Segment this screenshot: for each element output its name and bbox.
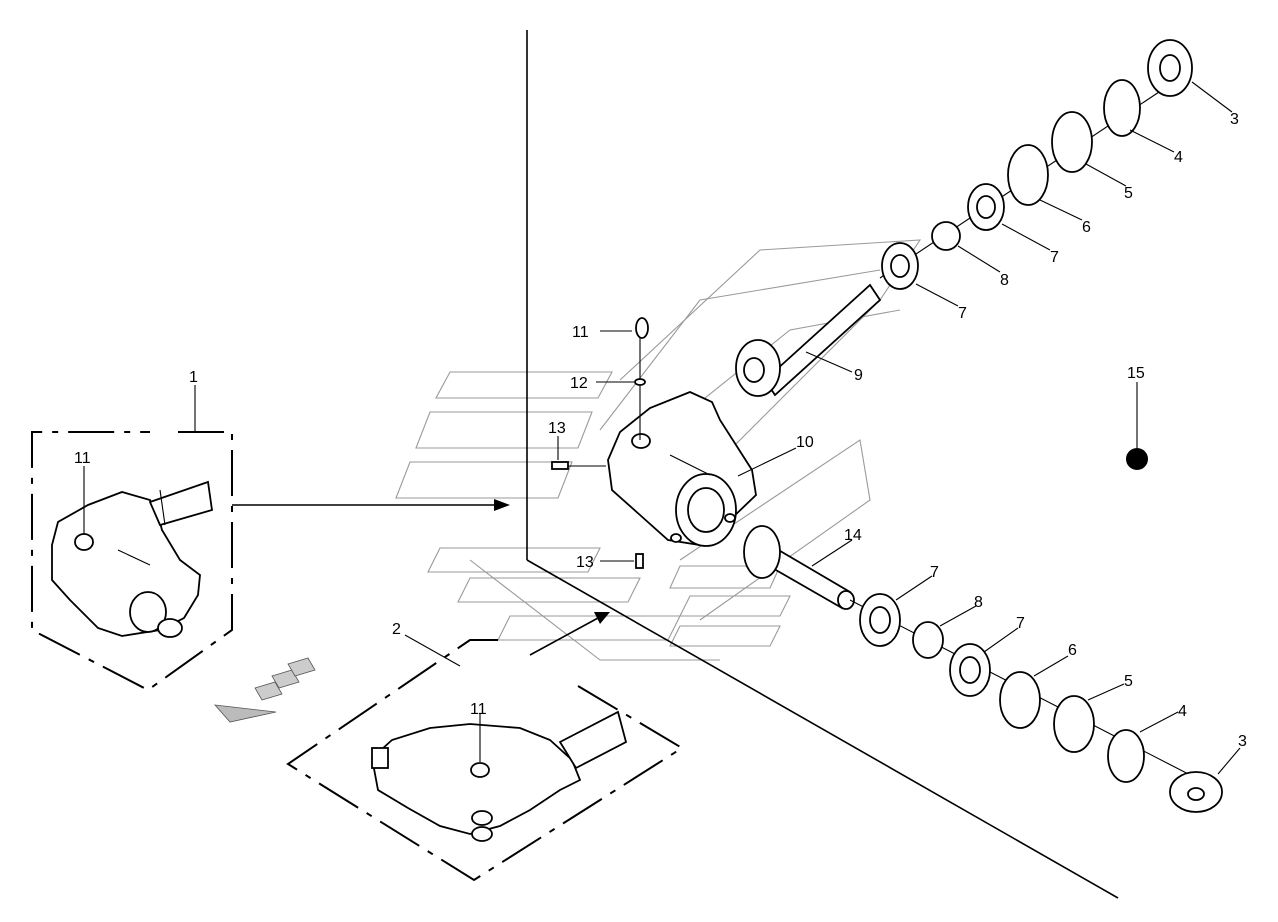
callout-11-inset-2: 11 [470,701,487,718]
callout-1: 1 [189,369,198,386]
callout-13-side: 13 [548,420,566,437]
arrow-head-1 [494,499,510,511]
callout-6-upper: 6 [1082,219,1091,236]
arrow-head-2 [594,612,610,624]
plug-13-side [551,461,569,470]
shim-5-lower [1053,695,1095,753]
callout-3-upper: 3 [1230,111,1239,128]
callout-6-lower: 6 [1068,642,1077,659]
inset-1 [31,431,233,692]
output-shaft-gear [743,525,855,610]
callout-11-main: 11 [572,324,589,341]
callout-7-lower-b: 7 [1016,615,1025,632]
callout-15: 15 [1127,365,1145,382]
callout-14: 14 [844,527,862,544]
spacer-8-lower [912,621,944,659]
callout-4-upper: 4 [1174,149,1183,166]
spacer-8-upper [931,221,961,251]
callout-12: 12 [570,375,588,392]
frame-line-diagonal [526,559,1119,899]
washer-12 [634,378,646,386]
callout-5-lower: 5 [1124,673,1133,690]
callout-2: 2 [392,621,401,638]
inset-2 [286,639,684,882]
plug-13-bottom [635,553,644,569]
circlip-4-lower [1107,729,1145,783]
input-shaft-gear [735,283,882,397]
callout-8-lower: 8 [974,594,983,611]
callout-7-upper-a: 7 [958,305,967,322]
callout-5-upper: 5 [1124,185,1133,202]
callout-4-lower: 4 [1178,703,1187,720]
callout-9: 9 [854,367,863,384]
shim-5-upper [1051,111,1093,173]
callout-10: 10 [796,434,814,451]
callout-7-upper-b: 7 [1050,249,1059,266]
grease-dot-15 [1126,448,1148,470]
callout-3-lower: 3 [1238,733,1247,750]
breather-plug-11 [635,317,649,339]
shim-6-upper [1007,144,1049,206]
direction-indicator [214,657,316,723]
callout-8-upper: 8 [1000,272,1009,289]
arrow-inset-2 [529,617,599,656]
leader-lines [83,81,1241,775]
gearbox-housing [607,391,757,547]
callout-13-bottom: 13 [576,554,594,571]
callout-7-lower-a: 7 [930,564,939,581]
shim-6-lower [999,671,1041,729]
callout-11-inset-1: 11 [74,450,91,467]
circlip-4-upper [1103,79,1141,137]
